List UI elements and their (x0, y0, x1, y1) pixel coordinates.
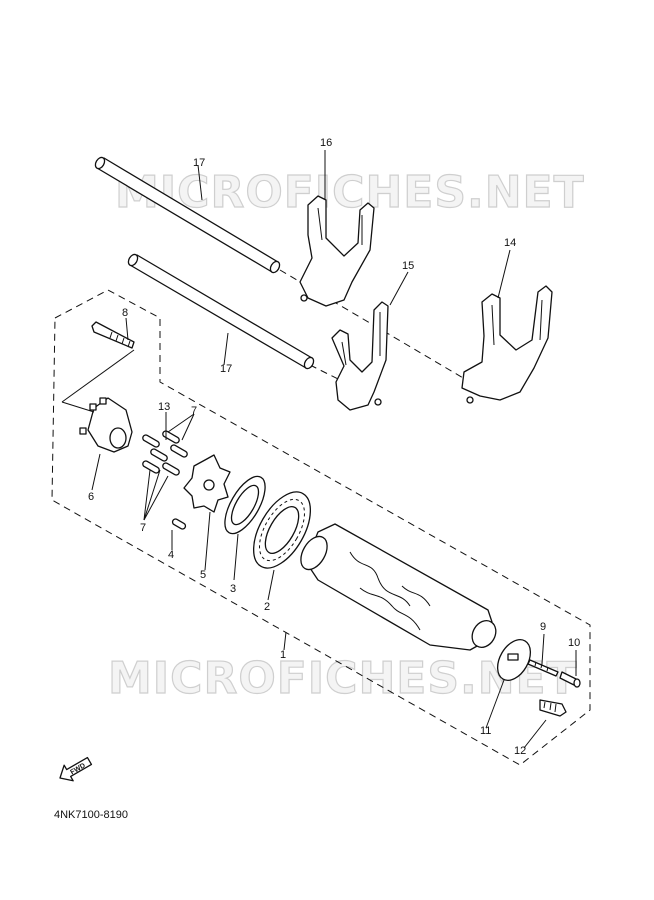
callout-9: 9 (540, 621, 546, 633)
washer (224, 475, 266, 535)
callout-6: 6 (88, 491, 94, 503)
callout-7-top: 7 (191, 405, 197, 417)
screw-8 (91, 321, 135, 349)
stopper-plate (496, 639, 532, 681)
shaft-axis-line (309, 364, 341, 381)
callout-8: 8 (122, 307, 128, 319)
shift-fork-16 (299, 195, 375, 307)
callout-17-upper: 17 (193, 157, 205, 169)
callout-15: 15 (402, 260, 414, 272)
callout-12: 12 (514, 745, 526, 757)
screw-12 (539, 699, 567, 717)
callout-1: 1 (280, 649, 286, 661)
dowel-pin (171, 518, 187, 530)
callout-11: 11 (480, 725, 491, 737)
callout-16: 16 (320, 137, 332, 149)
assembly-boundary (51, 289, 591, 766)
segment-holder (79, 397, 133, 453)
shift-fork-shaft-upper (94, 156, 281, 274)
shift-fork-14 (461, 285, 553, 404)
callout-4: 4 (168, 549, 174, 561)
callout-7-bottom: 7 (140, 522, 146, 534)
shift-fork-shaft-lower (127, 253, 315, 370)
fwd-label: FWD (69, 762, 86, 776)
shift-pins (142, 430, 188, 476)
pin-10 (559, 671, 581, 688)
bearing (252, 491, 312, 569)
callout-17-lower: 17 (220, 363, 232, 375)
leader-lines (61, 150, 577, 749)
shift-fork-15 (331, 301, 389, 411)
shift-drum (300, 523, 497, 651)
watermark-top: MICROFICHES.NET (115, 167, 585, 218)
callout-13: 13 (158, 401, 170, 413)
fwd-arrow-icon: FWD (59, 756, 93, 782)
shift-drum-segment (183, 454, 231, 513)
callout-14: 14 (504, 237, 516, 249)
callout-3: 3 (230, 583, 236, 595)
diagram-code: 4NK7100-8190 (54, 809, 128, 821)
callout-5: 5 (200, 569, 206, 581)
bolt-9 (527, 659, 559, 677)
callout-2: 2 (264, 601, 270, 613)
callout-10: 10 (568, 637, 580, 649)
